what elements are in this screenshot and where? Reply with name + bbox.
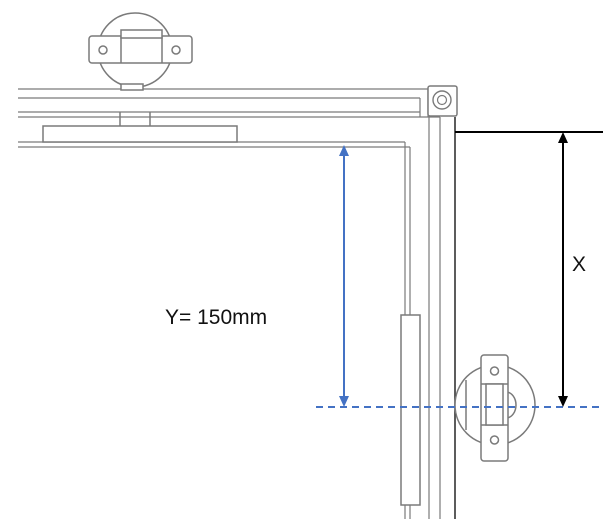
top-slider-plate bbox=[42, 125, 238, 143]
side-wheel-mount bbox=[454, 354, 536, 462]
top-wheel-mount bbox=[88, 12, 193, 126]
x-dimension-label: X bbox=[572, 253, 587, 276]
y-dimension-arrow bbox=[339, 145, 349, 407]
x-dimension-arrow bbox=[558, 132, 568, 407]
side-slider-plate bbox=[400, 314, 421, 506]
y-dimension-label: Y= 150mm bbox=[165, 306, 268, 329]
corner-pivot bbox=[427, 85, 458, 117]
